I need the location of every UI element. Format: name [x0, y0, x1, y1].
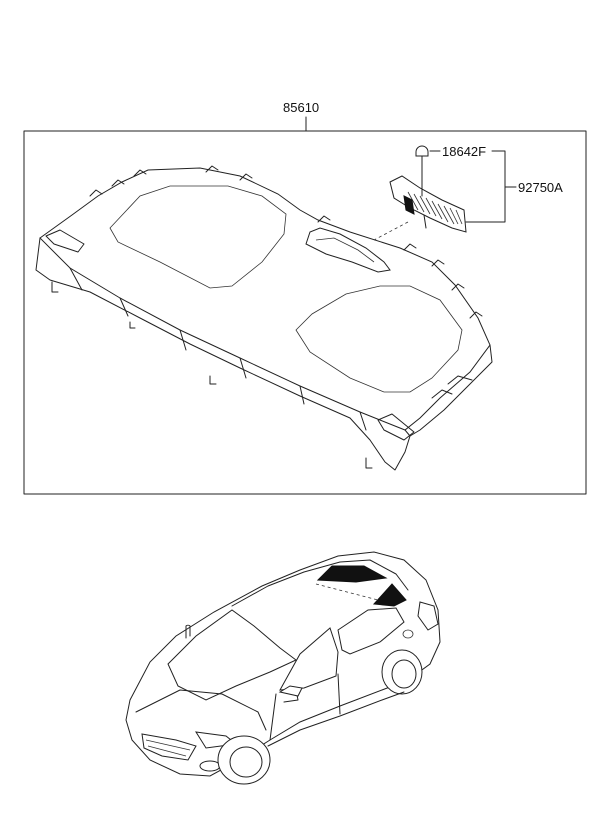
car-sill	[267, 691, 405, 747]
stop-lamp	[373, 175, 467, 241]
car-fog-lamp	[199, 760, 221, 772]
car-front-wheel	[217, 735, 271, 785]
car-fuel-door	[402, 629, 414, 639]
assembly-frame	[23, 130, 587, 495]
part-label-85610: 85610	[283, 100, 319, 115]
stop-lamp-install-line	[373, 221, 409, 241]
car-roof	[231, 559, 409, 607]
tray-left-bracket	[45, 229, 85, 293]
package-tray	[35, 165, 493, 471]
tray-front-skirt	[35, 237, 411, 471]
tray-front-edge	[69, 267, 367, 431]
bolt-head	[415, 145, 429, 157]
car-hood	[135, 689, 267, 731]
tray-rear-clips	[89, 165, 483, 319]
car-windshield	[167, 609, 297, 701]
stop-lamp-ribs	[407, 191, 463, 225]
car-side-mirror	[278, 685, 303, 697]
car-rear-shelf-highlight	[372, 583, 407, 607]
tray-lamp-recess-inner	[315, 237, 375, 263]
car-rear-glass-highlight	[316, 565, 388, 583]
stop-lamp-housing	[389, 175, 467, 233]
car-antenna	[185, 624, 191, 639]
stop-lamp-mount-stud	[423, 214, 427, 229]
stop-lamp-lens-shade	[403, 195, 415, 215]
tray-skirt-tabs	[129, 321, 217, 385]
car-grille-slats	[145, 739, 191, 757]
part-label-18642F: 18642F	[442, 144, 486, 159]
part-label-92750A: 92750A	[518, 180, 563, 195]
vehicle-illustration	[125, 551, 441, 785]
tray-right-skirt	[409, 344, 493, 437]
tray-right-clip	[431, 375, 473, 399]
tray-right-recess	[295, 285, 463, 393]
car-side-window-front	[279, 627, 339, 691]
tray-right-bracket	[365, 413, 415, 469]
bolt-part	[415, 145, 441, 197]
tray-top-surface	[39, 167, 491, 431]
car-rear-wheel	[381, 649, 423, 695]
car-location-line	[315, 583, 379, 601]
car-grille	[141, 733, 197, 761]
car-tail-light	[417, 601, 439, 631]
car-side-window-rear	[337, 607, 405, 655]
leader-92750A	[465, 150, 517, 223]
tray-left-recess	[109, 185, 287, 289]
